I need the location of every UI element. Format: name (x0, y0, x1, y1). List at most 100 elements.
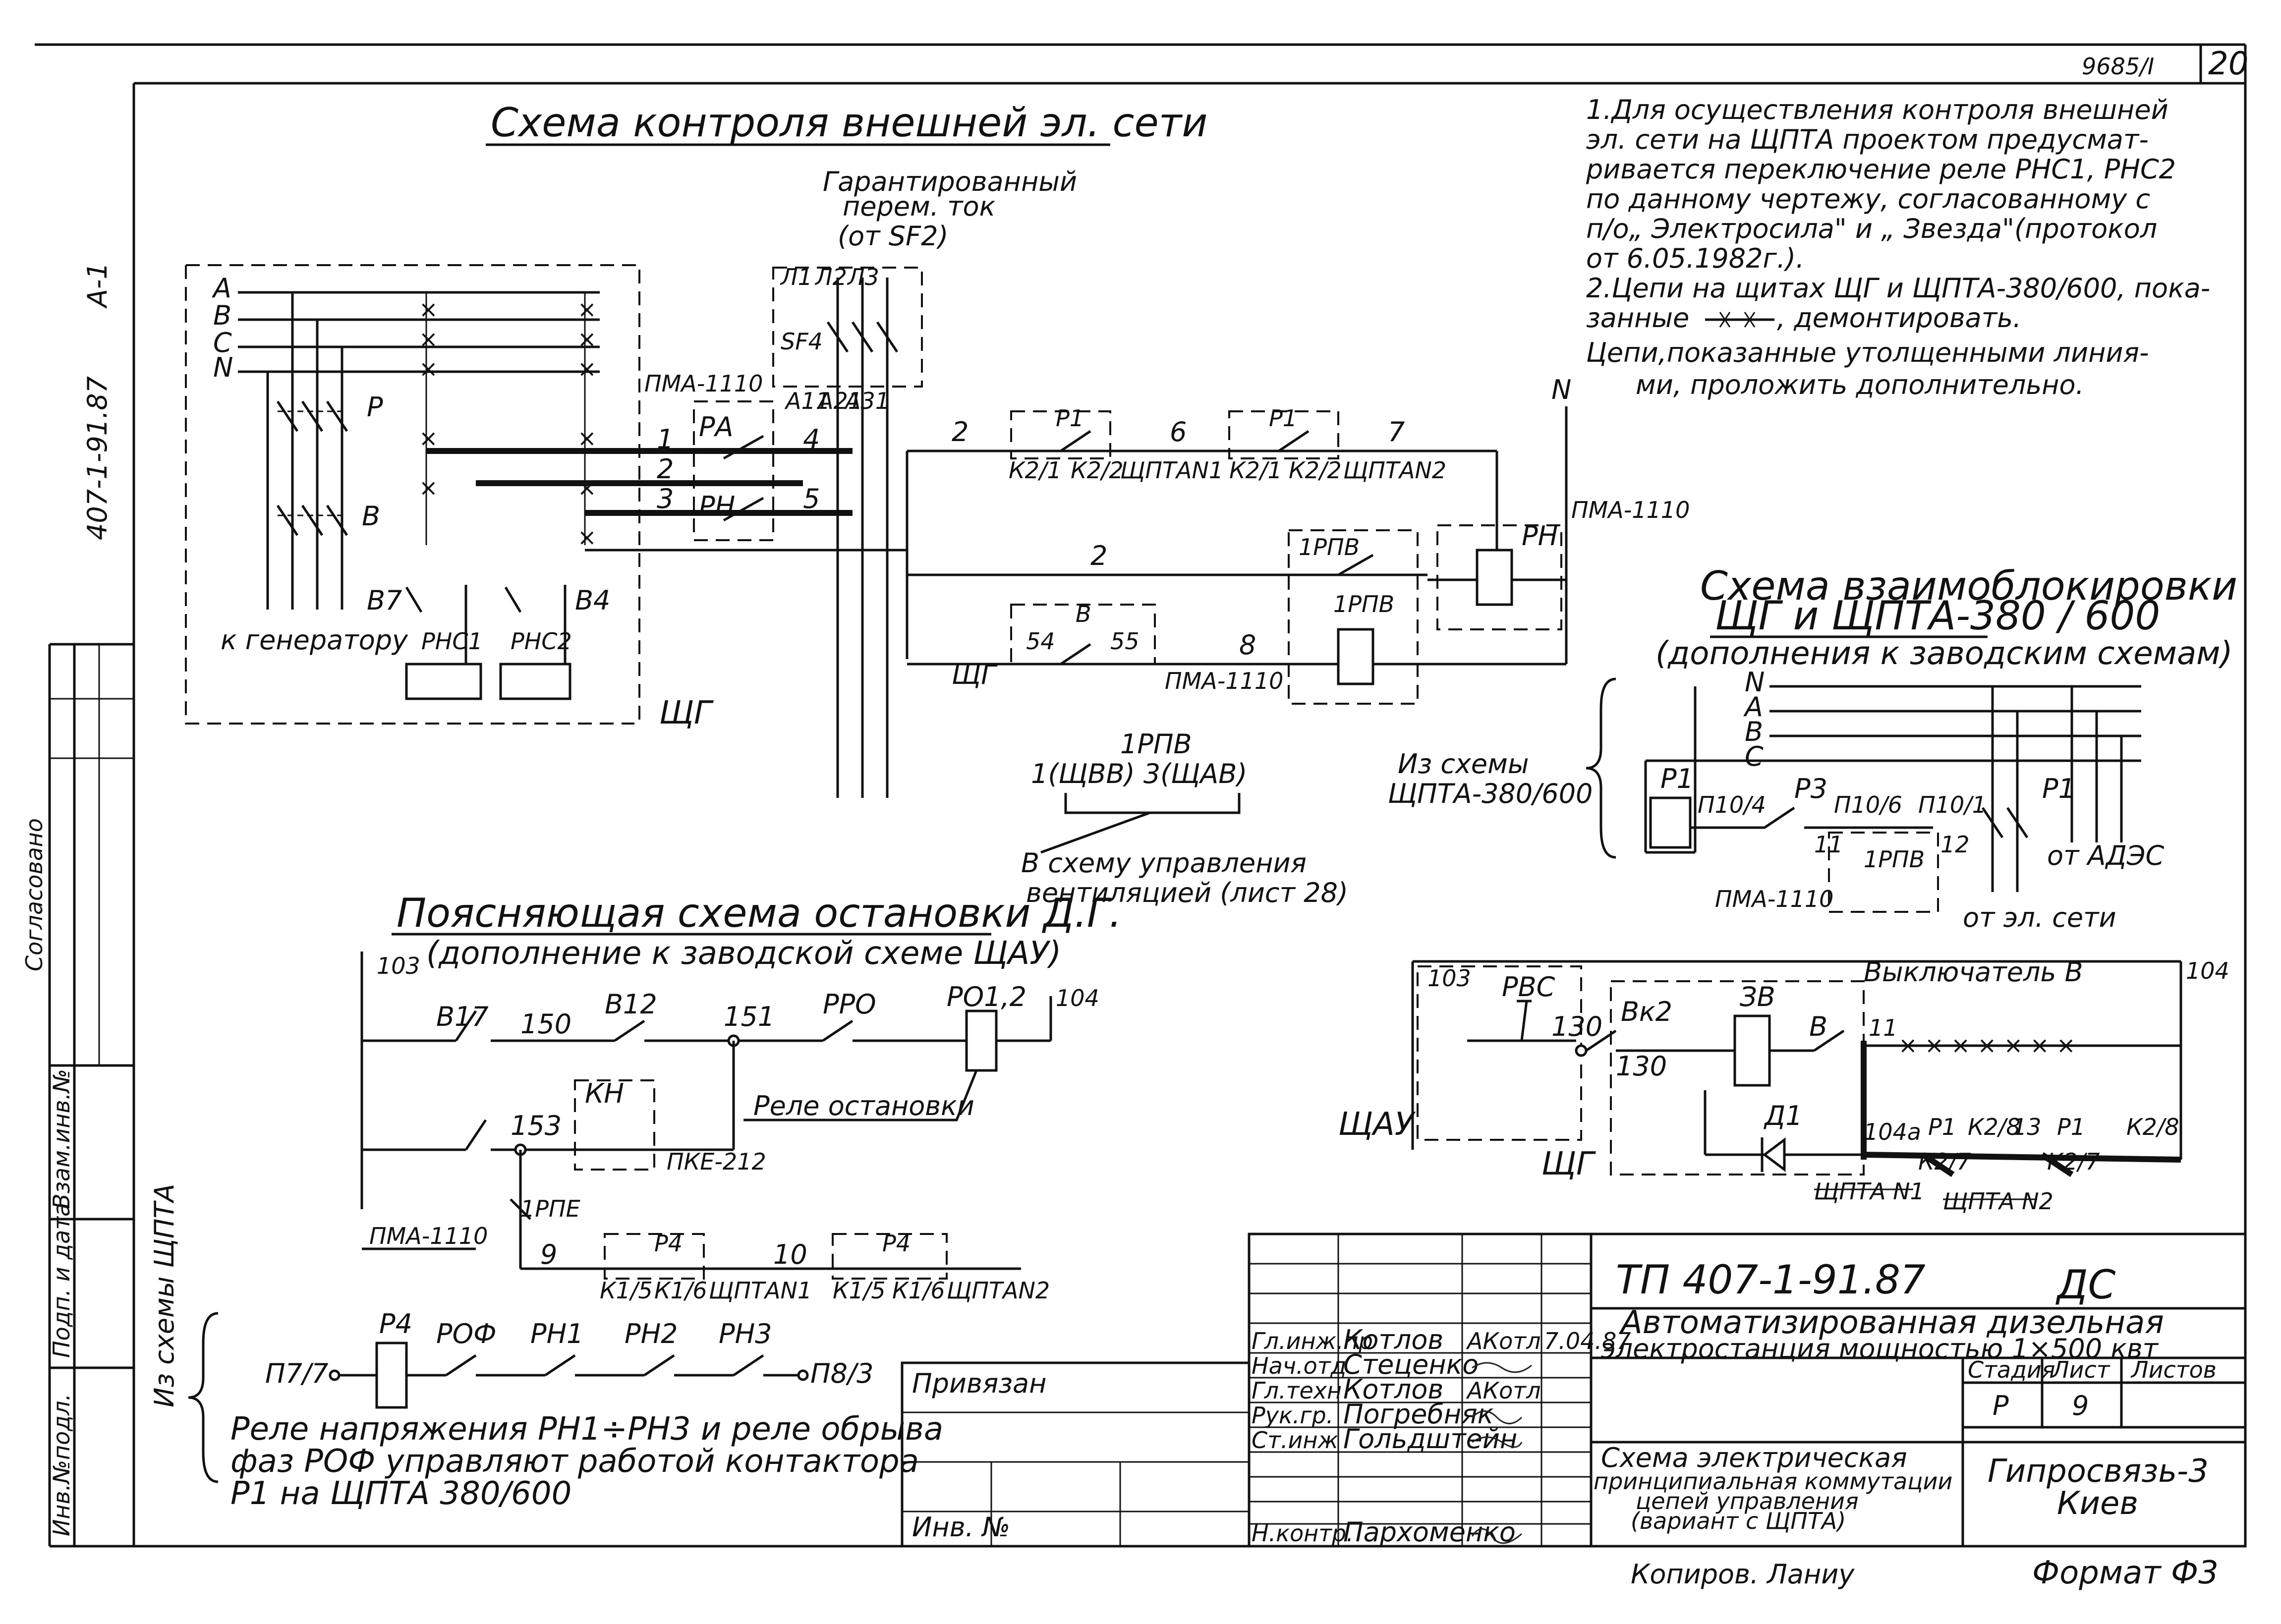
staff-role: Рук.гр. (1252, 1402, 1333, 1429)
vent-caption: вентиляцией (лист 28) (1026, 877, 1348, 908)
svg-text:×: × (419, 355, 438, 382)
s4-k27b-label: К2/7 (2047, 1148, 2100, 1175)
n130b-label: 130 (1616, 1051, 1667, 1082)
phc1-label: РНС1 (421, 628, 483, 655)
note-line: по данному чертежу, согласованному с (1586, 183, 2150, 215)
n12-label: 12 (1940, 831, 1970, 858)
p83-label: П8/3 (810, 1358, 874, 1389)
staff-role: Гл.техн (1252, 1377, 1342, 1404)
scheme2-sub: (дополнения к заводским схемам) (1655, 635, 2232, 672)
pma-dg-label: ПМА-1110 (369, 1223, 488, 1249)
from-ades-label: от АДЭС (2047, 840, 2164, 871)
svg-text:×: × (577, 425, 597, 451)
d1-label: Д1 (1764, 1100, 1803, 1131)
ph-label: РН (1522, 520, 1558, 552)
sg2-label: ЩГ (952, 659, 998, 690)
n150-label: 150 (520, 1008, 571, 1040)
k21-a-label: К2/1 (1009, 457, 1062, 484)
k16-a-label: К1/6 (654, 1277, 707, 1304)
note-line: занные (1586, 302, 1689, 334)
pma-mid-label: ПМА-1110 (1571, 497, 1690, 523)
phc-relays: В7 В4 РНС1 РНС2 (367, 585, 610, 700)
l2-label: Л2 (814, 264, 847, 290)
s4-p1a-label: Р1 (1928, 1114, 1956, 1140)
sf4-label: SF4 (781, 328, 823, 355)
s4-k27a-label: К2/7 (1918, 1148, 1971, 1175)
p4-relay-label: Р4 (379, 1308, 412, 1340)
ro12-label: РО1,2 (947, 981, 1026, 1012)
k21-b-label: К2/1 (1229, 457, 1282, 484)
interlock-rpv-label: 1РПВ (1864, 846, 1925, 873)
staff-name: Котлов (1343, 1374, 1443, 1405)
relay-coil-icon (499, 663, 571, 700)
relay-contacts: 2 Р1 Р1 К2/1 К2/2 ЩПТАN1 6 К2/1 К2/2 ЩПТ… (906, 374, 1690, 705)
staff-role: Гл.инж.пр (1252, 1328, 1373, 1354)
wire-4-label: 4 (803, 424, 820, 455)
rpv-coil-label: 1РПВ (1333, 591, 1394, 617)
note-line: Цепи,показанные утолщенными линия- (1586, 337, 2149, 368)
to-generator-label: к генератору (221, 624, 408, 656)
p4-b-label: Р4 (882, 1230, 911, 1257)
guaranteed-line: перем. ток (843, 191, 996, 222)
stage-header: Стадия (1968, 1356, 2055, 1383)
note-line: эл. сети на ЩПТА проектом предусмат- (1586, 124, 2149, 155)
ventilation-callout: 1РПВ 1(ЩВВ) 3(ЩАВ) В схему управления ве… (1021, 728, 1348, 908)
guaranteed-line: (от SF2) (838, 221, 949, 252)
p77-label: П7/7 (265, 1358, 329, 1389)
rn3-label: РН3 (719, 1318, 772, 1349)
bus-a2-label: А (1743, 691, 1763, 723)
s4-n104-label: 104 (2186, 957, 2229, 984)
scheme3-sub: (дополнение к заводской схеме ЩАУ) (426, 935, 1061, 972)
s4-n103-label: 103 (1427, 965, 1471, 992)
vent-caption: В схему управления (1021, 847, 1307, 879)
scheme-interlock: Схема взаимоблокировки ЩГ и ЩПТА-380 / 6… (1388, 563, 2237, 933)
s4-sg-label: ЩГ (1541, 1146, 1596, 1182)
note-line: ривается переключение реле РНС1, РНС2 (1586, 154, 2176, 185)
voltage-note: Р1 на ЩПТА 380/600 (230, 1475, 571, 1512)
b4-label: В4 (575, 585, 610, 616)
zv-label: ЗВ (1740, 981, 1775, 1012)
relay-coil-icon (1733, 1014, 1771, 1087)
scheme2-title: Схема взаимоблокировки (1700, 563, 2237, 609)
rn1-label: РН1 (530, 1318, 584, 1349)
phc2-label: РНС2 (511, 628, 572, 655)
s4-k28b-label: К2/8 (2126, 1114, 2179, 1140)
contact-b-label: В (362, 501, 380, 532)
s4-b-label: В (1809, 1011, 1827, 1042)
wire-6-label: 6 (1170, 416, 1187, 448)
drawing-desc: цепей управления (1636, 1488, 1859, 1514)
project-title: Автоматизированная дизельная (1619, 1304, 2164, 1341)
kn-label: КН (585, 1078, 624, 1109)
c54-label: 54 (1026, 628, 1055, 655)
n104a-label: 104а (1864, 1119, 1921, 1145)
s4-k28a-label: К2/8 (1968, 1114, 2021, 1140)
staff-rows: Гл.инж.пр Котлов АКотл 7.04.87 Нач.отд С… (1252, 1324, 1631, 1548)
dc-label: ДС (2055, 1262, 2116, 1308)
sg-label: ЩГ (659, 695, 714, 731)
stage-value: Р (1993, 1390, 2009, 1421)
agreed-label: Согласовано (21, 818, 48, 971)
s4-n11-label: 11 (1869, 1014, 1898, 1041)
b7-label: В7 (367, 585, 402, 616)
n10-label: 10 (773, 1239, 807, 1270)
staff-role: Ст.инж (1252, 1427, 1339, 1454)
sheet-header: Лист (2051, 1356, 2110, 1383)
pa-label: РА (699, 411, 734, 443)
left-stamp: 407-1-91.87 А-1 Согласовано Инв.№подл. П… (21, 262, 134, 1546)
relay-coil-icon (1337, 628, 1374, 685)
rpv-contact-label: 1РПВ (1299, 534, 1360, 560)
bus-a-label: А (212, 273, 231, 304)
stop-relay-label: Реле остановки (753, 1090, 974, 1121)
relay-coil-icon (965, 1009, 998, 1072)
project-code: ТП 407-1-91.87 (1616, 1257, 1926, 1303)
copied-by: Копиров. Ланиу (1631, 1559, 1855, 1590)
p10-1-label: П10/1 (1918, 791, 1987, 818)
note-line: ми, проложить дополнительно. (1636, 369, 2084, 400)
svg-text:×: × (577, 296, 597, 323)
staff-role: Н.контр. (1252, 1520, 1354, 1547)
from-shpta-label: Из схемы ЩПТА (149, 1184, 180, 1407)
relay-coil-icon (1476, 549, 1513, 606)
staff-name: Гольдштейн (1343, 1423, 1517, 1455)
doc-code: 9685/I (2082, 53, 2154, 80)
guaranteed-line: Гарантированный (823, 166, 1077, 197)
